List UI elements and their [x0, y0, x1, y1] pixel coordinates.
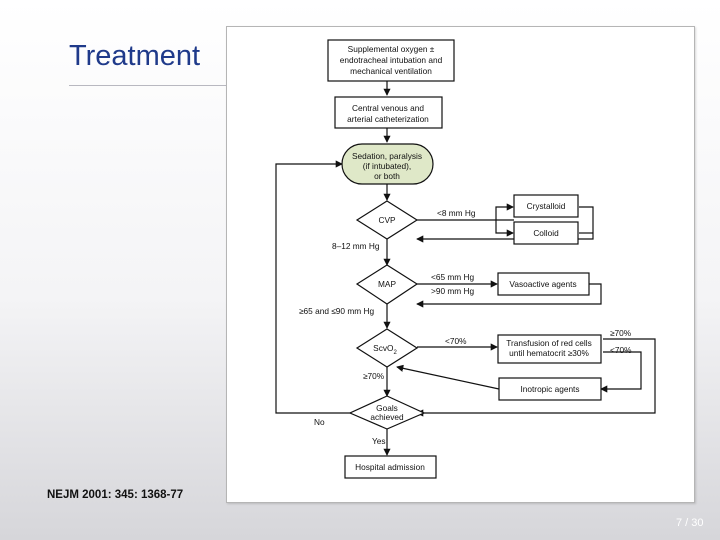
node-transfusion-box	[497, 334, 602, 364]
sedation-line-1: Sedation, paralysis	[352, 151, 422, 161]
sedation-line-2: (if intubated),	[363, 161, 411, 171]
goals-line-2: achieved	[370, 412, 404, 422]
scvo2-text: ScvO	[373, 343, 394, 353]
node-scvo2-diamond	[355, 328, 419, 368]
node-catheter-box	[334, 96, 443, 129]
colloid-label: Colloid	[533, 228, 559, 238]
scvo2-subscript: 2	[393, 350, 397, 356]
label-transfusion-low: <70%	[610, 345, 632, 355]
crystalloid-label: Crystalloid	[527, 201, 566, 211]
catheter-line-2: arterial catheterization	[347, 114, 429, 124]
label-goals-yes: Yes	[372, 436, 386, 446]
oxygen-line-2: endotracheal intubation and	[340, 55, 443, 65]
citation-text: NEJM 2001: 345: 1368-77	[47, 489, 184, 501]
transfusion-line-2: until hematocrit ≥30%	[509, 348, 589, 358]
node-crystalloid-box	[513, 194, 579, 218]
node-goals-diamond	[348, 395, 426, 430]
title-divider	[69, 85, 229, 86]
label-map-ok: ≥65 and ≤90 mm Hg	[299, 306, 374, 316]
admission-label: Hospital admission	[355, 462, 425, 472]
oxygen-line-3: mechanical ventilation	[350, 66, 432, 76]
flowchart-panel: Supplemental oxygen ± endotracheal intub…	[226, 26, 695, 503]
goals-line-1: Goals	[376, 403, 398, 413]
label-goals-no: No	[314, 417, 325, 427]
node-vasoactive-box	[497, 272, 590, 296]
node-admission-box	[344, 455, 437, 479]
label-cvp-low: <8 mm Hg	[437, 208, 476, 218]
label-map-low: <65 mm Hg	[431, 272, 474, 282]
flowchart-diagram: Supplemental oxygen ± endotracheal intub…	[275, 39, 656, 479]
node-oxygen-box	[327, 39, 455, 82]
cvp-label: CVP	[378, 215, 396, 225]
node-sedation-box	[341, 143, 434, 185]
inotropic-label: Inotropic agents	[520, 384, 579, 394]
node-cvp-diamond	[355, 200, 419, 240]
label-transfusion-high: ≥70%	[610, 328, 632, 338]
label-map-high: >90 mm Hg	[431, 286, 474, 296]
scvo2-label: ScvO2	[373, 343, 397, 356]
catheter-line-1: Central venous and	[352, 103, 424, 113]
oxygen-line-1: Supplemental oxygen ±	[348, 44, 435, 54]
sedation-line-3: or both	[374, 171, 400, 181]
vasoactive-label: Vasoactive agents	[509, 279, 576, 289]
page-number: 7 / 30	[676, 517, 704, 529]
node-map-diamond	[355, 264, 419, 305]
slide-title: Treatment	[69, 40, 201, 72]
label-scvo2-ok: ≥70%	[363, 371, 385, 381]
map-label: MAP	[378, 279, 396, 289]
node-inotropic-box	[498, 377, 602, 401]
label-cvp-ok: 8–12 mm Hg	[332, 241, 380, 251]
node-colloid-box	[513, 221, 579, 245]
transfusion-line-1: Transfusion of red cells	[506, 338, 591, 348]
label-scvo2-low: <70%	[445, 336, 467, 346]
